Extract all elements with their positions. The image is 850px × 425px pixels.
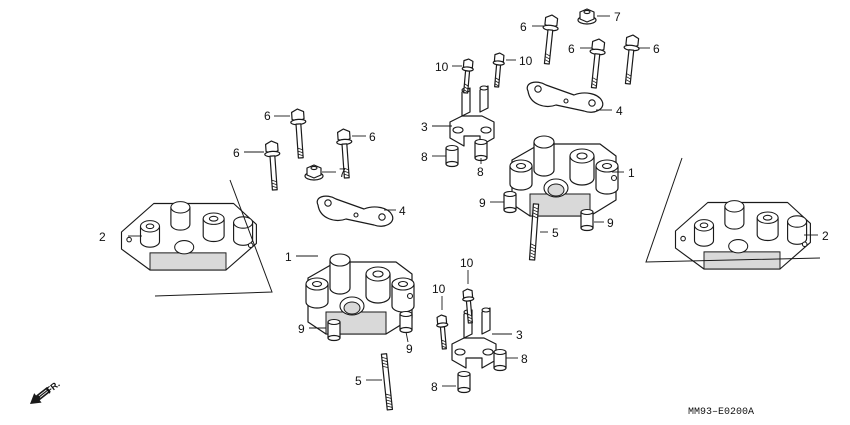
- callouts: 6 6 6 7 4 2 1 9 9 5 6 7 6 6 10 10 4 3 8 …: [99, 10, 829, 394]
- callout-8: 8: [477, 165, 484, 179]
- callout-9: 9: [298, 322, 305, 336]
- callout-5: 5: [552, 226, 559, 240]
- dowel-icon: [445, 144, 459, 168]
- bolt-icon: [459, 57, 475, 94]
- bolt-icon: [619, 33, 641, 86]
- callout-3: 3: [516, 328, 523, 342]
- dowel-icon: [493, 348, 507, 372]
- bolt-icon: [435, 313, 451, 350]
- callout-6: 6: [264, 109, 271, 123]
- dowel-icon: [474, 138, 488, 162]
- dowel-icon: [327, 318, 341, 342]
- callout-2: 2: [99, 230, 106, 244]
- callout-10: 10: [519, 54, 533, 68]
- bracket-lower: [451, 307, 497, 369]
- callout-9: 9: [406, 342, 413, 356]
- section-line-left: [154, 179, 273, 297]
- callout-5: 5: [355, 374, 362, 388]
- callout-6: 6: [653, 42, 660, 56]
- callout-1: 1: [285, 250, 292, 264]
- dowel-icon: [399, 310, 413, 334]
- stud-icon: [380, 353, 394, 411]
- callout-6: 6: [520, 20, 527, 34]
- callout-10: 10: [432, 282, 446, 296]
- callout-9: 9: [479, 196, 486, 210]
- bolt-icon: [538, 13, 560, 66]
- callout-6: 6: [568, 42, 575, 56]
- callout-1: 1: [628, 166, 635, 180]
- callout-10: 10: [435, 60, 449, 74]
- callout-9: 9: [607, 216, 614, 230]
- callout-4: 4: [399, 204, 406, 218]
- callout-8: 8: [421, 150, 428, 164]
- section-line-right: [645, 157, 821, 263]
- callout-8: 8: [431, 380, 438, 394]
- callout-7: 7: [339, 166, 346, 180]
- nut-icon: [304, 164, 324, 181]
- callout-7: 7: [614, 10, 621, 24]
- direction-arrow-icon: [30, 386, 51, 404]
- leader-lines: [128, 15, 818, 387]
- callout-10: 10: [460, 256, 474, 270]
- dowel-icon: [580, 208, 594, 232]
- holder-right: [509, 135, 619, 217]
- drawing-code: MM93–E0200A: [688, 407, 754, 418]
- plate-left: [316, 195, 394, 227]
- dowel-icon: [457, 370, 471, 394]
- bolt-icon: [289, 107, 309, 160]
- callout-8: 8: [521, 352, 528, 366]
- bolt-icon: [263, 139, 283, 192]
- callout-4: 4: [616, 104, 623, 118]
- callout-3: 3: [421, 120, 428, 134]
- callout-6: 6: [369, 130, 376, 144]
- callout-6: 6: [233, 146, 240, 160]
- dowel-icon: [503, 190, 517, 214]
- nut-icon: [577, 8, 597, 25]
- bolt-icon: [585, 37, 607, 90]
- callout-2: 2: [822, 229, 829, 243]
- bracket-upper: [449, 85, 495, 147]
- bolt-icon: [490, 51, 506, 88]
- holder-left: [305, 253, 415, 335]
